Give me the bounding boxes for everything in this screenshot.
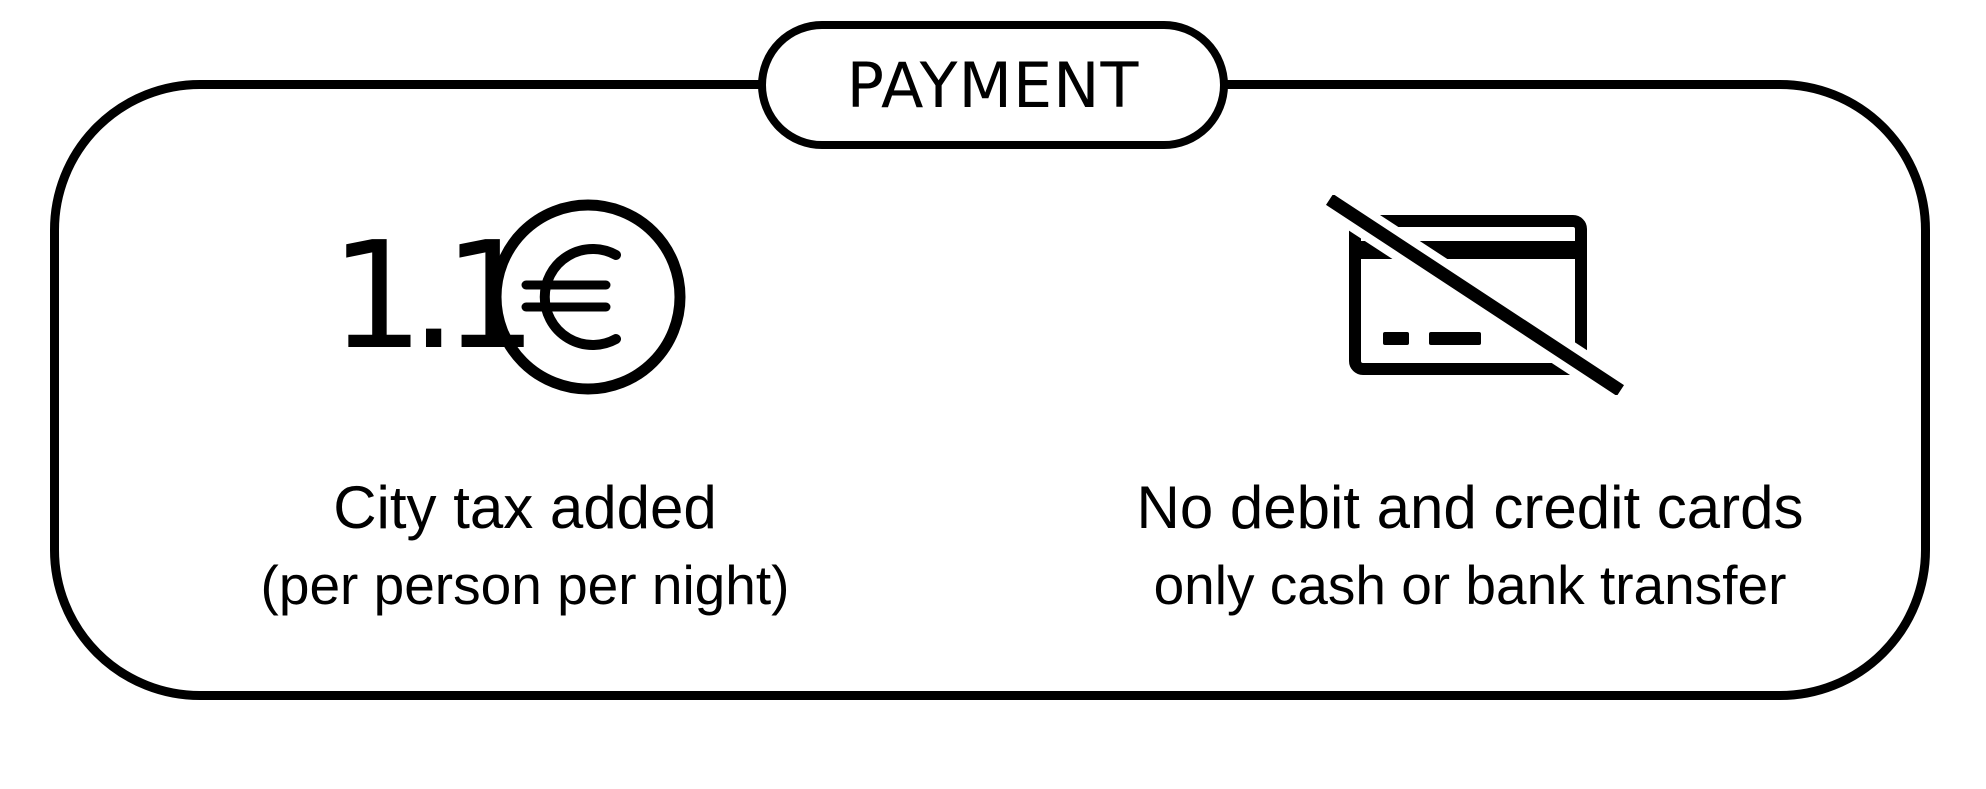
euro-circle-icon [490, 199, 686, 395]
cards-note: only cash or bank transfer [1153, 554, 1787, 616]
title-badge: PAYMENT [758, 21, 1228, 149]
page-title: PAYMENT [846, 49, 1140, 122]
cards-caption: No debit and credit cards only cash or b… [1070, 478, 1870, 613]
city-tax-note: (per person per night) [260, 554, 790, 616]
city-tax-caption: City tax added (per person per night) [225, 478, 825, 613]
cards-title: No debit and credit cards [1136, 474, 1804, 541]
city-tax-amount: 1.1 [330, 210, 537, 382]
credit-card-crossed-icon [1325, 195, 1625, 395]
city-tax-title: City tax added [333, 474, 717, 541]
